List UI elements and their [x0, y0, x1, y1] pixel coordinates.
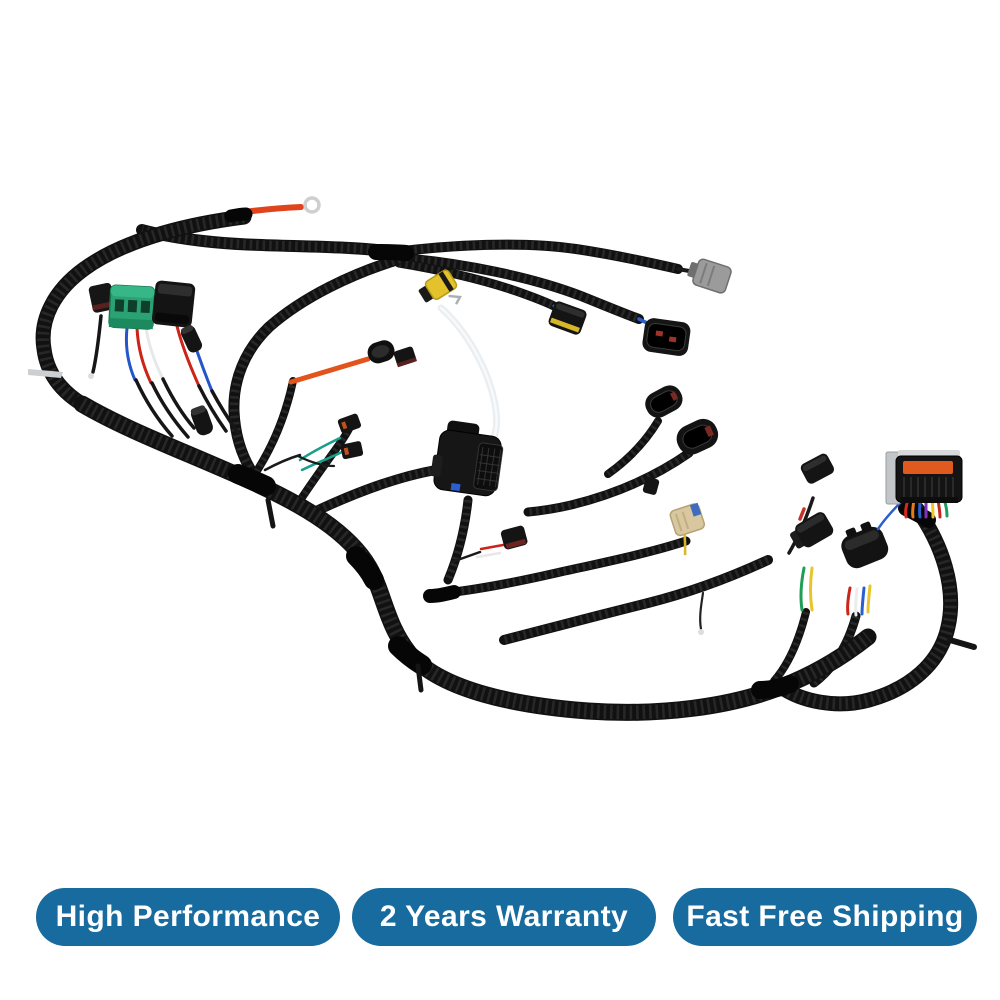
left-connector-cluster: [28, 280, 240, 439]
main-trunk-looms: [43, 196, 977, 712]
badge-shipping: Fast Free Shipping: [673, 888, 977, 946]
oxygen-sensor-connector: [642, 318, 691, 356]
oval-connector: [645, 385, 683, 418]
right-connector-cluster: [787, 453, 889, 617]
small-connector: [393, 346, 417, 368]
vacuum-tube: [437, 304, 501, 447]
badge-warranty: 2 Years Warranty: [352, 888, 656, 946]
small-connector: [337, 413, 362, 434]
ecu-connector: [876, 450, 963, 531]
ecu-orange-insert: [903, 461, 953, 474]
grommet: [367, 340, 395, 364]
badge-high-performance: High Performance: [36, 888, 340, 946]
feature-badges: High Performance 2 Years Warranty Fast F…: [0, 888, 1000, 946]
ring-terminal: [303, 196, 321, 214]
yellow-sensor: [418, 269, 462, 305]
cream-connector: [669, 502, 706, 556]
cylinder-part: [190, 405, 213, 436]
oval-connector: [676, 418, 719, 455]
small-connector: [800, 453, 835, 484]
wiring-harness-photo: [28, 196, 977, 860]
red-seal-connector: [450, 525, 528, 564]
green-connector: [108, 284, 156, 330]
teal-wire-loop: [263, 436, 344, 472]
orange-wire: [288, 356, 371, 385]
gray-tab: [28, 369, 63, 378]
yellow-band-connector: [548, 301, 587, 335]
gray-connector: [687, 258, 732, 294]
cylinder-part: [180, 325, 203, 353]
upper-trunk-looms: [142, 230, 414, 472]
relay-connector: [151, 280, 196, 328]
small-connector: [340, 441, 364, 460]
central-connector-block: [430, 420, 504, 497]
connector: [790, 512, 834, 549]
round-connector: [841, 521, 889, 569]
